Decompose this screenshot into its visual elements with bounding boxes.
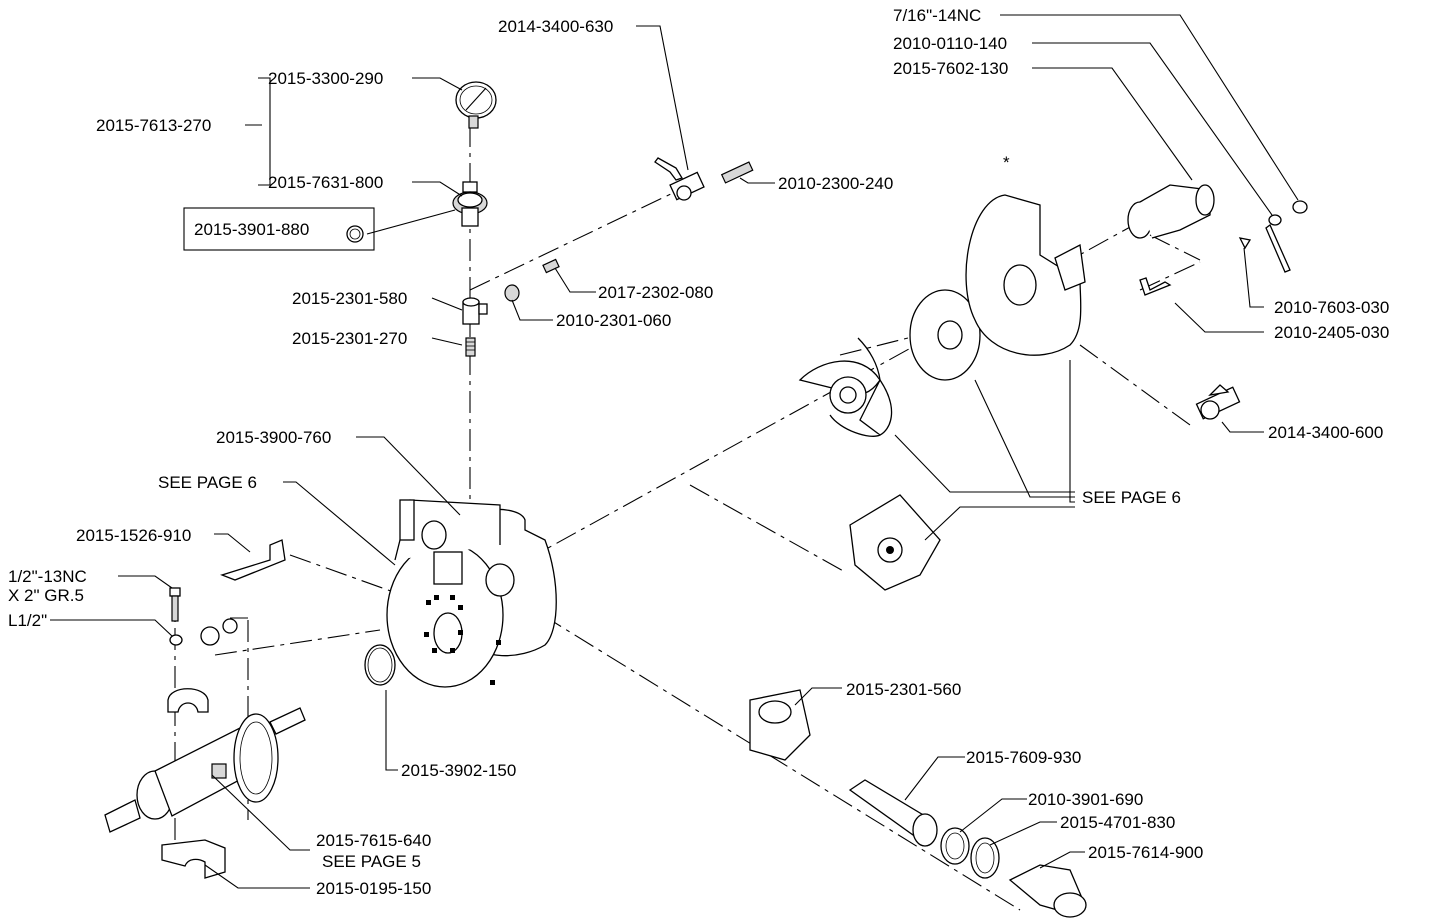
- stud-2010-7603-030: [1238, 237, 1252, 250]
- label-2015-0195-150: 2015-0195-150: [316, 879, 431, 898]
- bolt-1-2-13nc: [169, 587, 181, 622]
- impeller-lower: [849, 494, 941, 591]
- label-bolt-size: 1/2"-13NC: [8, 567, 87, 586]
- hex-nuts: [200, 618, 238, 646]
- label-2015-1526-910: 2015-1526-910: [76, 526, 191, 545]
- label-2010-2301-060: 2010-2301-060: [556, 311, 671, 330]
- label-see-page-5: SEE PAGE 5: [322, 852, 421, 871]
- label-see-page-6-right: SEE PAGE 6: [1082, 488, 1181, 507]
- ball-valve-lower: [1195, 384, 1241, 420]
- label-washer: L1/2": [8, 611, 47, 630]
- label-2015-3900-760: 2015-3900-760: [216, 428, 331, 447]
- label-2017-2302-080: 2017-2302-080: [598, 283, 713, 302]
- wear-plate: [909, 289, 981, 381]
- label-2015-3902-150: 2015-3902-150: [401, 761, 516, 780]
- label-2014-3400-630: 2014-3400-630: [498, 17, 613, 36]
- gasket: [940, 827, 970, 865]
- j-bolt-2010-2405-030: [1139, 277, 1172, 296]
- label-2010-2300-240: 2010-2300-240: [778, 174, 893, 193]
- label-2010-7603-030: 2010-7603-030: [1274, 298, 1389, 317]
- label-see-page-6-left: SEE PAGE 6: [158, 473, 257, 492]
- label-2015-3300-290: 2015-3300-290: [268, 69, 383, 88]
- label-2015-7631-800: 2015-7631-800: [268, 173, 383, 192]
- leader-lines: [50, 14, 1299, 889]
- pressure-gauge: [455, 81, 497, 129]
- discharge-pipe: [848, 779, 938, 847]
- label-2014-3400-600: 2014-3400-600: [1268, 423, 1383, 442]
- tee-fitting: [462, 297, 488, 325]
- label-2015-7609-930: 2015-7609-930: [966, 748, 1081, 767]
- pipe-nipple-vertical: [465, 337, 476, 357]
- label-7-16-14nc: 7/16"-14NC: [893, 6, 981, 25]
- long-bolt: [1265, 214, 1291, 273]
- gauge-fitting: [452, 181, 488, 227]
- label-2010-2405-030: 2010-2405-030: [1274, 323, 1389, 342]
- label-2015-2301-270: 2015-2301-270: [292, 329, 407, 348]
- label-2015-2301-580: 2015-2301-580: [292, 289, 407, 308]
- hex-nut-right: [1292, 200, 1308, 214]
- label-2015-3901-880: 2015-3901-880: [194, 220, 309, 239]
- label-2015-4701-830: 2015-4701-830: [1060, 813, 1175, 832]
- bearing-housing-shaft: [104, 688, 306, 879]
- nipple-2010-2300-240: [720, 161, 754, 184]
- lock-washer: [169, 634, 183, 646]
- discharge-tee: [749, 689, 811, 761]
- part-number-box: [183, 207, 375, 251]
- part-labels: 2014-3400-630 2015-3300-290 2015-7613-27…: [8, 6, 1389, 898]
- bushing-2010-2301-060: [504, 284, 520, 302]
- label-2015-2301-560: 2015-2301-560: [846, 680, 961, 699]
- hose-clamp: [970, 837, 1000, 879]
- label-2010-0110-140: 2010-0110-140: [893, 34, 1007, 53]
- label-2015-7613-270: 2015-7613-270: [96, 116, 211, 135]
- impeller-upper: [798, 337, 893, 437]
- pump-casing: [386, 499, 557, 688]
- ball-valve-upper: [654, 157, 705, 201]
- label-asterisk: *: [1003, 153, 1010, 172]
- retaining-ring-icon: [346, 225, 364, 243]
- nipple-2017-2302-080: [542, 258, 560, 274]
- label-bolt-length: X 2" GR.5: [8, 586, 84, 605]
- label-2015-7615-640: 2015-7615-640: [316, 831, 431, 850]
- elbow-fitting: [1127, 184, 1215, 239]
- discharge-elbow: [1008, 864, 1087, 918]
- label-2015-7602-130: 2015-7602-130: [893, 59, 1008, 78]
- o-ring: [364, 644, 396, 686]
- back-plate: [965, 194, 1086, 356]
- mounting-bracket: [220, 539, 286, 581]
- label-2010-3901-690: 2010-3901-690: [1028, 790, 1143, 809]
- label-2015-7614-900: 2015-7614-900: [1088, 843, 1203, 862]
